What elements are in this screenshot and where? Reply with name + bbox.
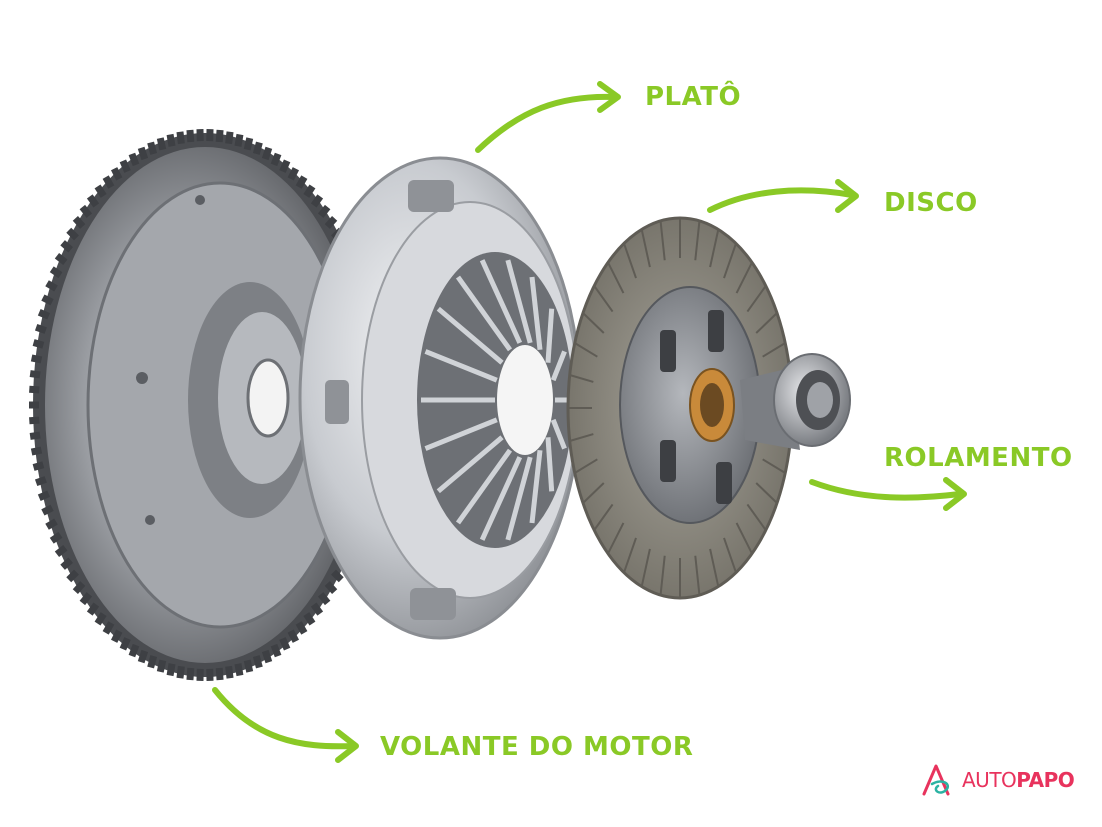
logo-text-light: AUTO bbox=[962, 768, 1017, 792]
release-bearing-part bbox=[740, 353, 851, 450]
logo-text: AUTOPAPO bbox=[962, 768, 1075, 792]
clutch-disc-part bbox=[566, 216, 794, 600]
autopapo-logo: AUTOPAPO bbox=[918, 760, 1075, 800]
flywheel-part bbox=[29, 129, 381, 681]
arrow-plato-icon bbox=[475, 81, 621, 153]
arrow-rolamento-icon bbox=[809, 477, 967, 511]
autopapo-logo-icon bbox=[922, 764, 950, 796]
pressure-plate-part bbox=[298, 156, 582, 640]
label-rolamento: ROLAMENTO bbox=[884, 443, 1073, 473]
label-volante-do-motor: VOLANTE DO MOTOR bbox=[380, 732, 694, 762]
logo-text-bold: PAPO bbox=[1016, 768, 1075, 792]
label-plato: PLATÔ bbox=[645, 82, 742, 112]
arrow-volante-icon bbox=[212, 687, 359, 763]
label-disco: DISCO bbox=[884, 188, 978, 218]
arrow-disco-icon bbox=[707, 179, 859, 213]
